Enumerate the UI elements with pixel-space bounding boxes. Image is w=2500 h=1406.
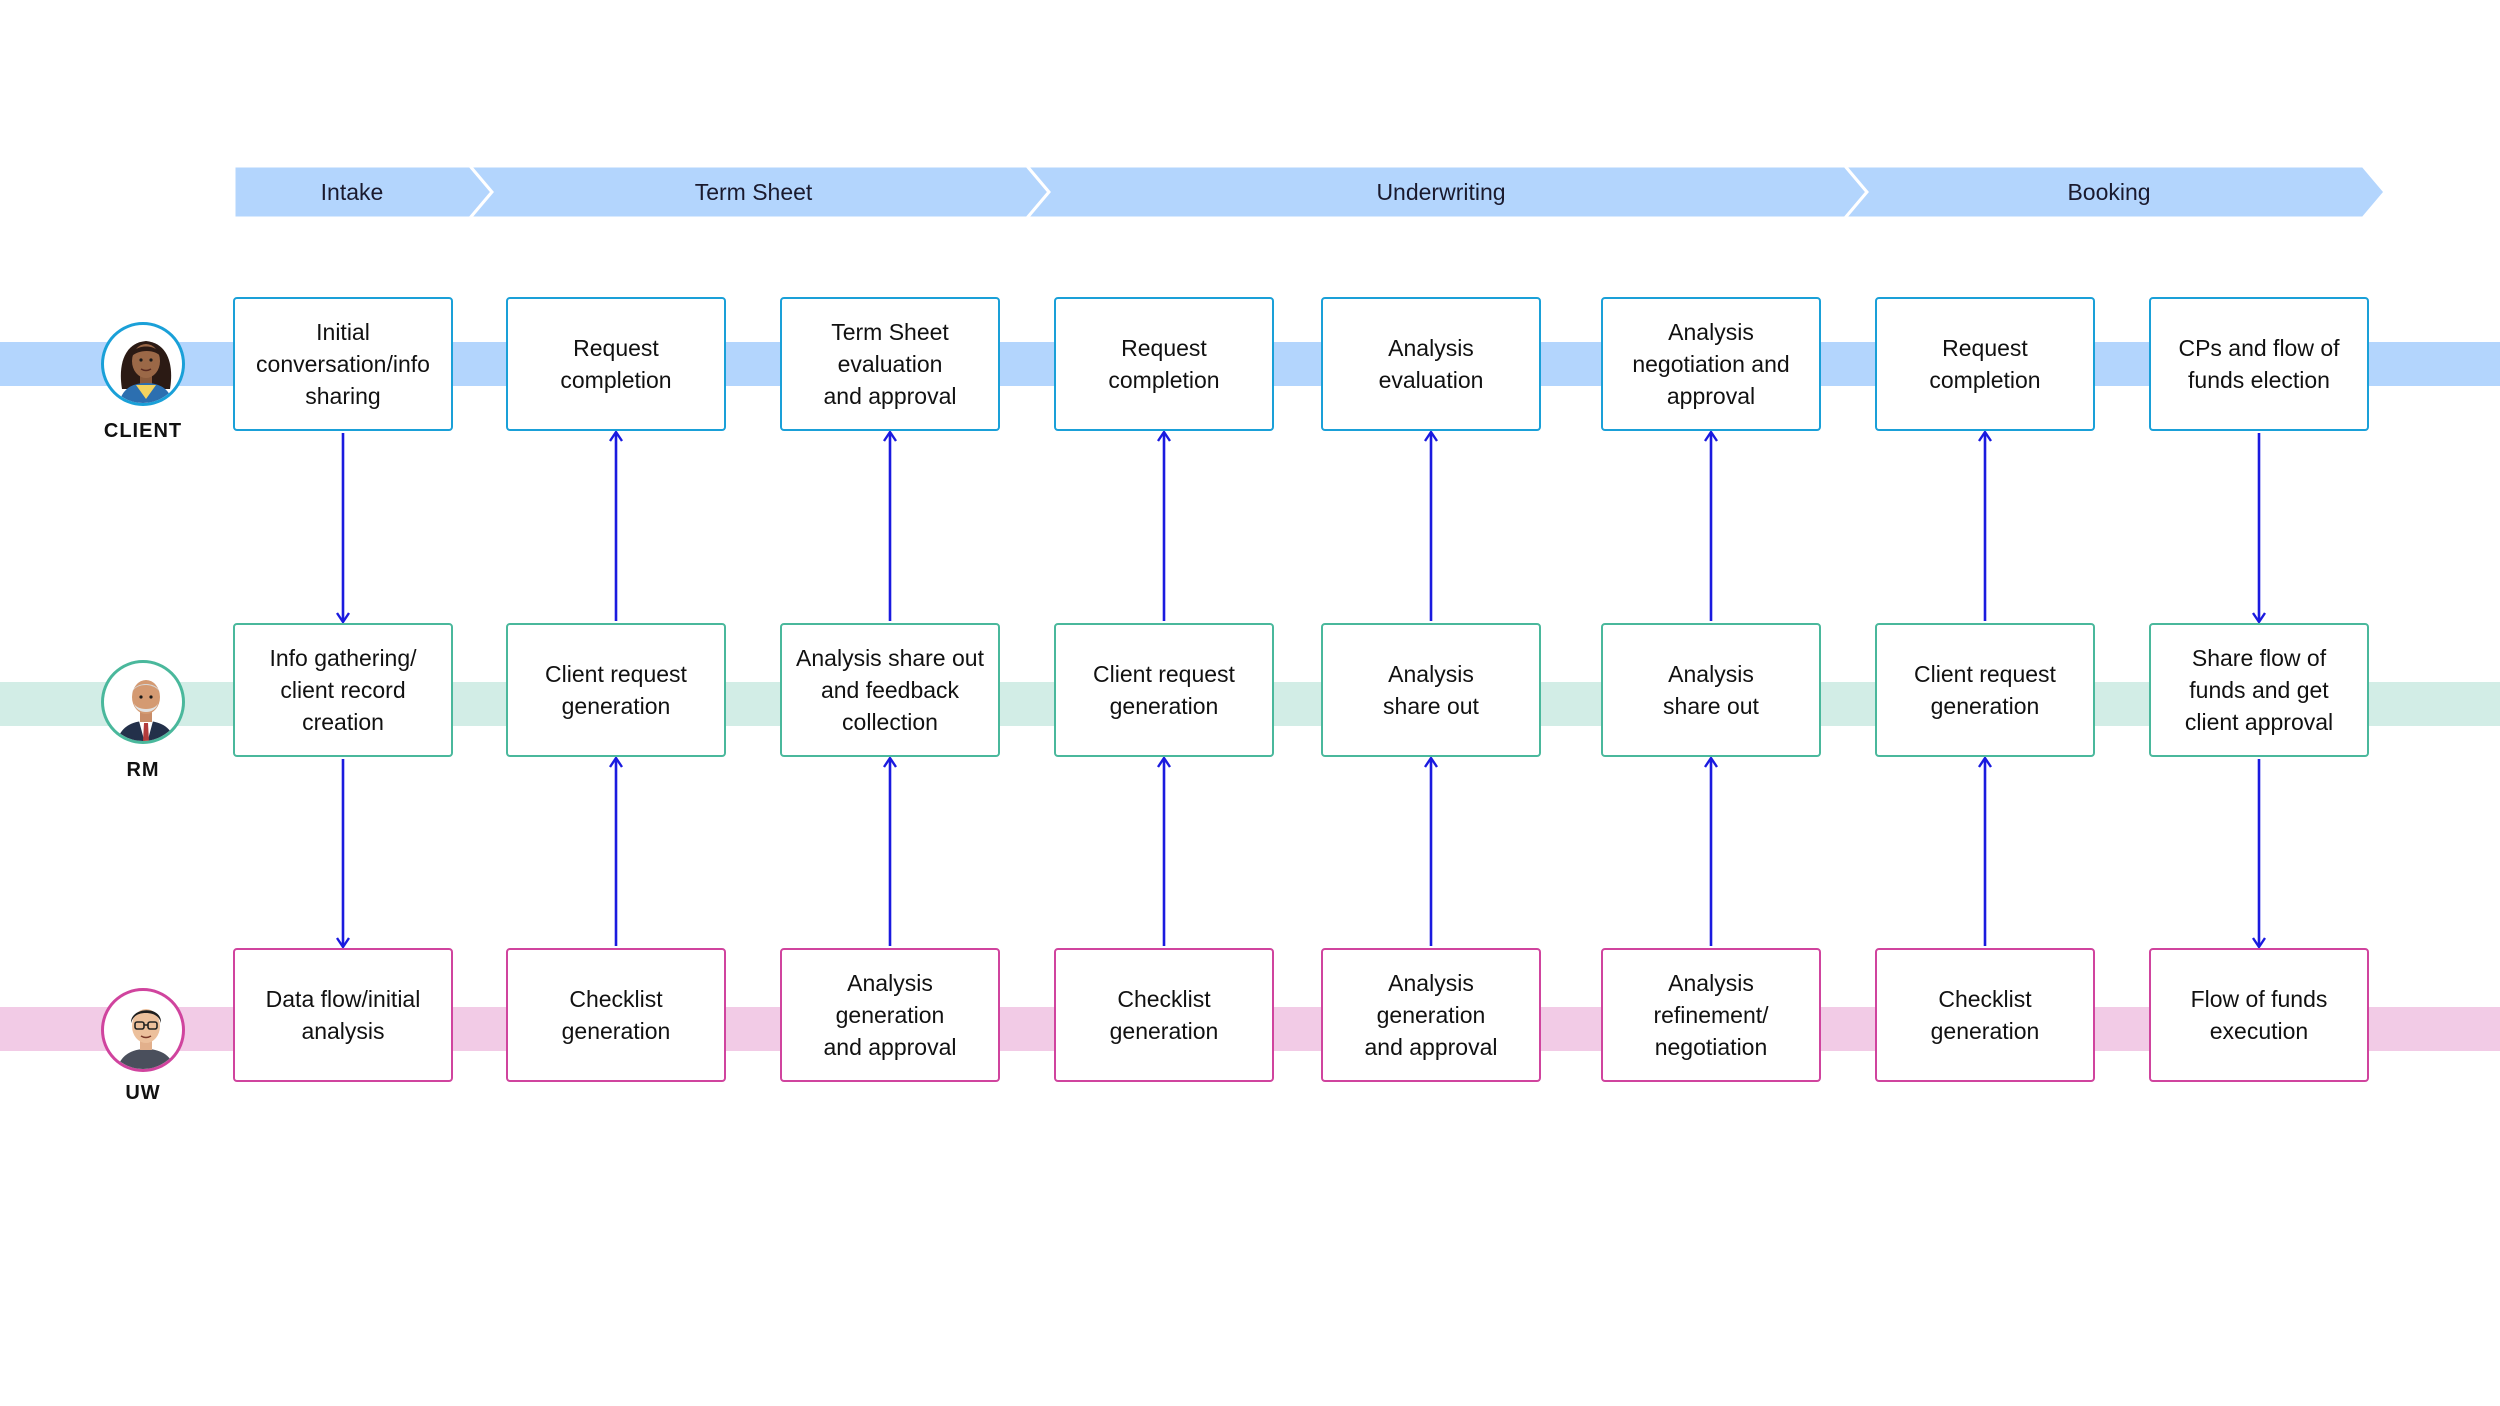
uw-step-box: Data flow/initial analysis xyxy=(233,948,453,1082)
phase-underwriting: Underwriting xyxy=(1023,164,1869,220)
rm-person-icon xyxy=(117,680,175,741)
uw-person-icon xyxy=(117,1009,175,1069)
rm-step-box: Info gathering/ client record creation xyxy=(233,623,453,757)
uw-step-box: Checklist generation xyxy=(1875,948,2095,1082)
client-step-box: Analysis evaluation xyxy=(1321,297,1541,431)
rm-step-box: Analysis share out and feedback collecti… xyxy=(780,623,1000,757)
client-step-box: Analysis negotiation and approval xyxy=(1601,297,1821,431)
phase-label: Intake xyxy=(320,179,384,205)
client-person-icon xyxy=(119,341,173,403)
client-step-box: Initial conversation/info sharing xyxy=(233,297,453,431)
rm-avatar xyxy=(101,660,185,744)
client-step-box: Term Sheet evaluation and approval xyxy=(780,297,1000,431)
uw-step-box: Checklist generation xyxy=(1054,948,1274,1082)
uw-step-box: Flow of funds execution xyxy=(2149,948,2369,1082)
uw-step-box: Analysis generation and approval xyxy=(780,948,1000,1082)
uw-avatar xyxy=(101,988,185,1072)
client-lane-label: CLIENT xyxy=(103,420,183,442)
client-step-box: Request completion xyxy=(506,297,726,431)
client-step-box: Request completion xyxy=(1054,297,1274,431)
rm-step-box: Client request generation xyxy=(1875,623,2095,757)
phase-label: Booking xyxy=(2067,179,2151,205)
client-avatar xyxy=(101,322,185,406)
rm-step-box: Share flow of funds and get client appro… xyxy=(2149,623,2369,757)
uw-lane-label: UW xyxy=(125,1082,161,1104)
phase-booking: Booking xyxy=(1841,164,2387,220)
phase-label: Term Sheet xyxy=(694,179,813,205)
rm-step-box: Analysis share out xyxy=(1601,623,1821,757)
client-step-box: Request completion xyxy=(1875,297,2095,431)
client-step-box: CPs and flow of funds election xyxy=(2149,297,2369,431)
rm-step-box: Client request generation xyxy=(506,623,726,757)
phase-label: Underwriting xyxy=(1376,179,1506,205)
uw-step-box: Analysis generation and approval xyxy=(1321,948,1541,1082)
uw-step-box: Checklist generation xyxy=(506,948,726,1082)
rm-lane-label: RM xyxy=(126,759,160,781)
uw-step-box: Analysis refinement/ negotiation xyxy=(1601,948,1821,1082)
rm-step-box: Analysis share out xyxy=(1321,623,1541,757)
rm-step-box: Client request generation xyxy=(1054,623,1274,757)
